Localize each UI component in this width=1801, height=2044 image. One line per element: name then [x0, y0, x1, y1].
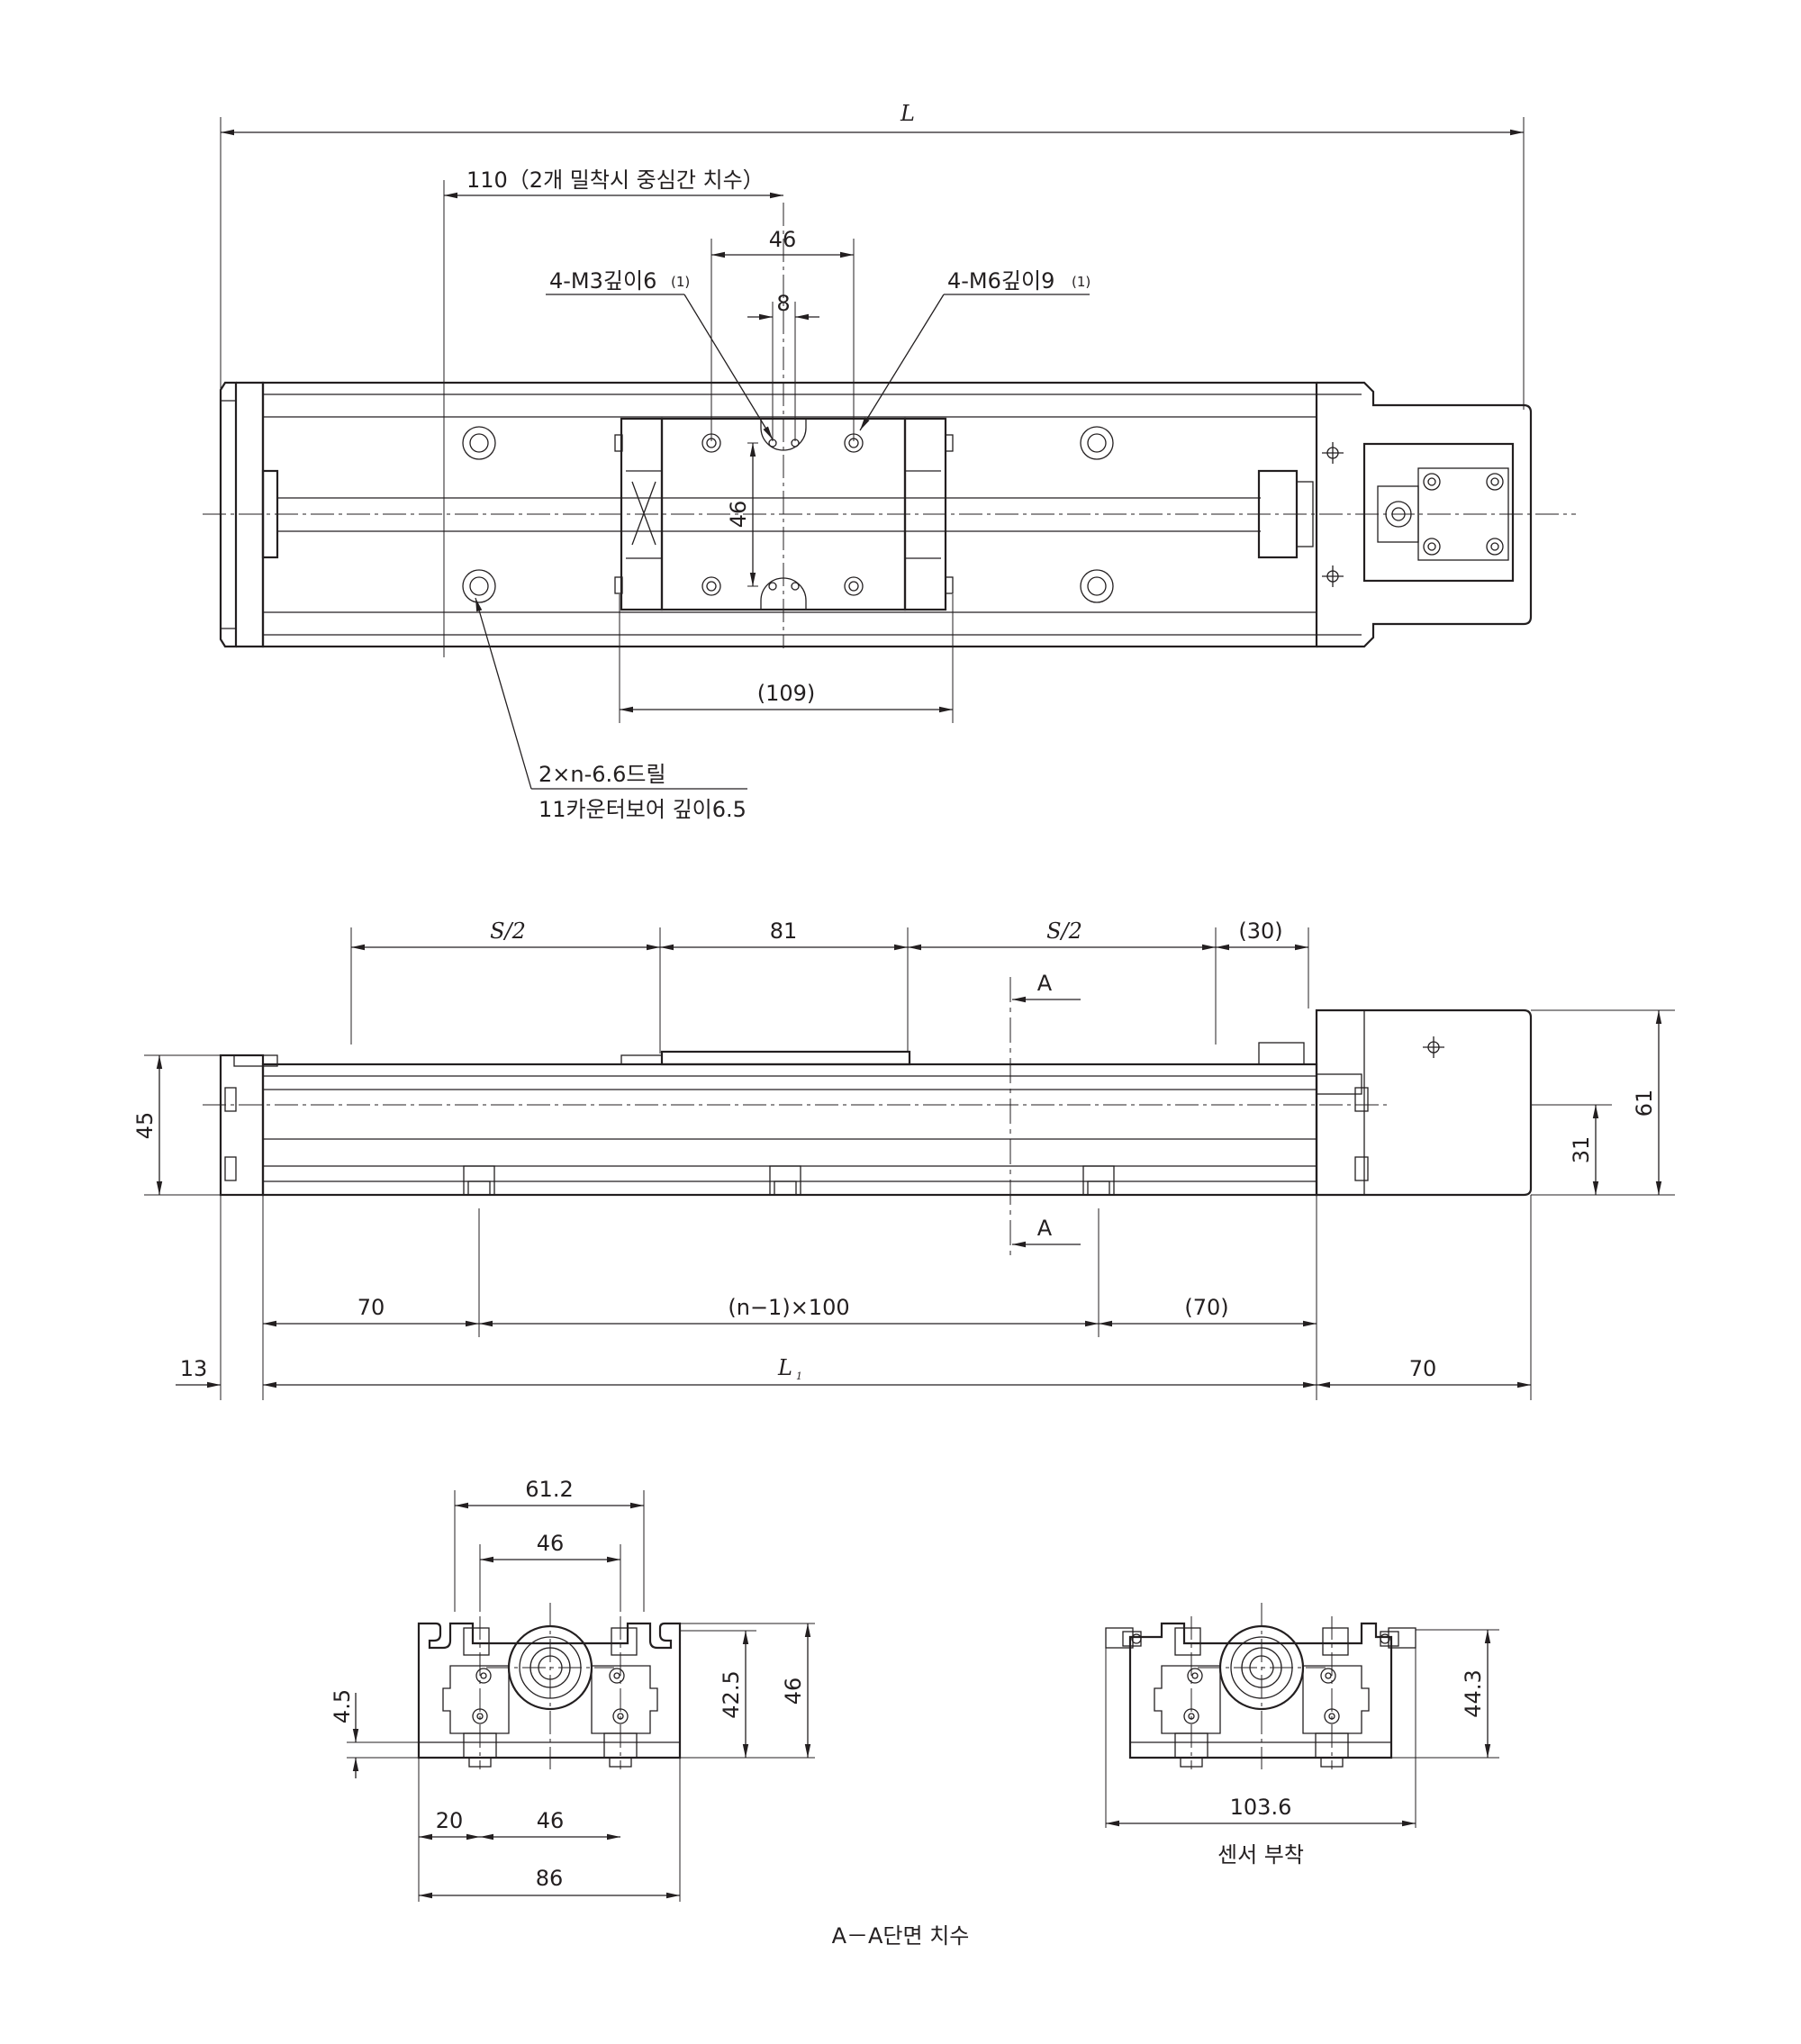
stroke-half-right-label: S/2 — [1046, 918, 1082, 944]
section-view-basic: 61.2 46 — [330, 1477, 815, 1902]
motor-length-label: 70 — [1409, 1356, 1437, 1381]
counterbore-holes — [462, 426, 1114, 603]
end-cap-label: 13 — [180, 1356, 208, 1381]
top-view: L 110（2개 밀착시 중심간 치수） 46 8 4-M3깊이6 (1) 4-… — [203, 101, 1576, 822]
section-mark-top: A — [1037, 971, 1053, 996]
mount-feet — [463, 1165, 1115, 1196]
bolt-pitch-label: 46 — [769, 227, 797, 252]
m6-tap-label: 4-M6깊이9 — [947, 268, 1054, 294]
base-thickness-label: 4.5 — [330, 1689, 355, 1723]
height-42-5-label: 42.5 — [719, 1670, 744, 1718]
overall-width-top-label: 61.2 — [525, 1477, 573, 1502]
m6-tap-note: (1) — [1072, 274, 1091, 290]
height-46-label: 46 — [781, 1678, 806, 1705]
slider-length-label: (109) — [757, 681, 816, 706]
m3-tap-note: (1) — [671, 274, 690, 290]
side-view: S/2 81 S/2 (30) A A — [132, 918, 1675, 1400]
body-length-subscript: 1 — [796, 1370, 802, 1382]
edge-offset-label: 20 — [436, 1808, 464, 1833]
section-view-sensor: 44.3 103.6 센서 부착 — [1105, 1603, 1499, 1868]
first-hole-label: 70 — [357, 1295, 385, 1320]
section-mark-bottom: A — [1037, 1216, 1053, 1241]
section-caption: A－A단면 치수 — [832, 1923, 970, 1949]
sensor-caption: 센서 부착 — [1217, 1842, 1304, 1868]
motor-height-label: 61 — [1632, 1090, 1657, 1117]
slider-holes — [701, 433, 864, 596]
center-spacing-label: 110（2개 밀착시 중심간 치수） — [466, 167, 765, 193]
overall-width-label: 86 — [536, 1866, 564, 1891]
mount-marks — [1322, 442, 1344, 587]
drill-note-line2: 11카운터보어 깊이6.5 — [538, 797, 747, 822]
motor-center-label: 31 — [1569, 1136, 1594, 1164]
drill-note-line1: 2×n-6.6드릴 — [538, 762, 666, 787]
body-length-label: L — [777, 1355, 792, 1380]
overall-length-label: L — [900, 101, 915, 126]
bolt-spacing-bottom-label: 46 — [537, 1808, 565, 1833]
m3-tap-label: 4-M3깊이6 — [549, 268, 656, 294]
inner-width-top-label: 46 — [537, 1531, 565, 1556]
slider-width-label: 81 — [770, 918, 798, 944]
stroke-half-left-label: S/2 — [490, 918, 526, 944]
last-hole-label: (70) — [1184, 1295, 1228, 1320]
motor-offset-label: (30) — [1238, 918, 1282, 944]
height-label: 45 — [132, 1112, 158, 1140]
hole-pitch-label: (n−1)×100 — [728, 1295, 849, 1320]
sensor-width-label: 103.6 — [1230, 1795, 1292, 1820]
sensor-height-label: 44.3 — [1461, 1669, 1486, 1717]
